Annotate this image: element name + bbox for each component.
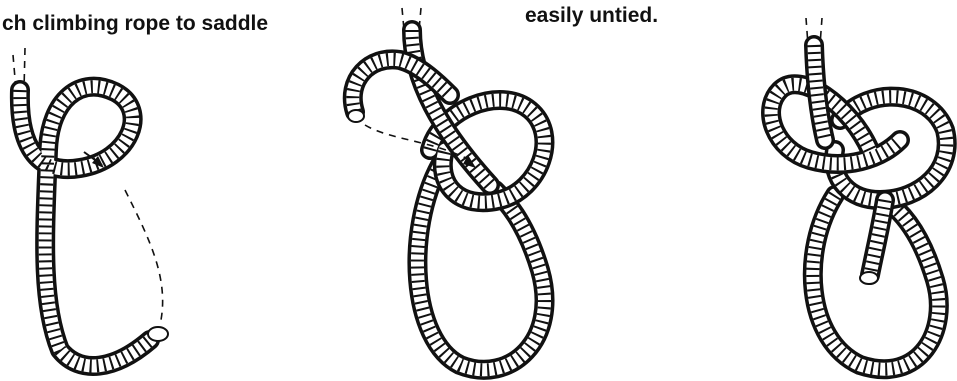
- rope-cut-end: [148, 327, 168, 341]
- dashed-guide-path: [125, 190, 163, 325]
- step-1-loop-figure: [13, 48, 168, 366]
- step-3-finished-knot-figure: [771, 18, 947, 369]
- rope-cut-end: [348, 110, 364, 122]
- rope-cut-end: [860, 272, 878, 284]
- step-2-tuck-figure: [348, 8, 545, 370]
